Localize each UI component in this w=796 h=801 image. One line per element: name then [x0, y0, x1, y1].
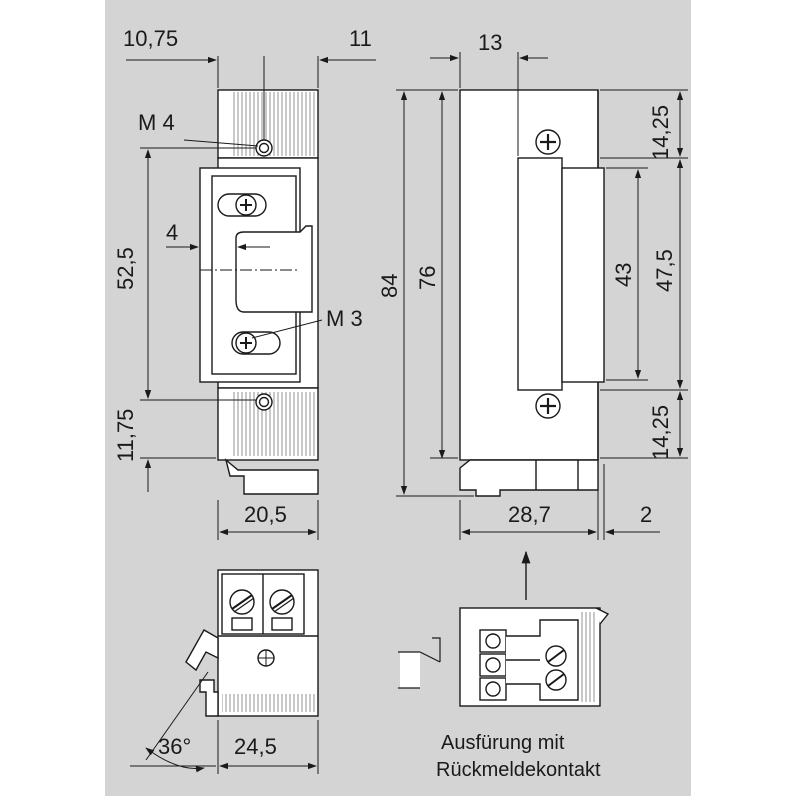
- left-foot: [224, 458, 319, 495]
- left-dimension-lines: [126, 56, 376, 540]
- variant-view: [398, 550, 610, 707]
- right-latch-face: [561, 167, 605, 383]
- dim-height-b: 11,75: [113, 409, 138, 462]
- top-view-hatch: [222, 694, 316, 712]
- drawing-background: [105, 0, 691, 796]
- variant-caption-line2: Rückmeldekontakt: [436, 759, 601, 781]
- right-strike-plate: [517, 157, 563, 391]
- left-screw-top-cross: [240, 199, 252, 211]
- dim-top-right-height: 14,25: [648, 105, 673, 160]
- dim-top-right: 11: [349, 26, 372, 51]
- dim-inner-height: 76: [415, 266, 440, 290]
- left-side-view: [199, 89, 319, 495]
- left-hole-bottom-inner: [258, 396, 270, 408]
- dim-offset: 4: [166, 220, 178, 245]
- dim-top-left: 10,75: [123, 26, 178, 51]
- left-body-bottom-hatch: [232, 392, 316, 456]
- variant-caption-line1: Ausfürung mit: [441, 732, 565, 754]
- top-view-latch-flap: [185, 629, 219, 672]
- top-view-hook: [199, 679, 219, 717]
- right-screw-bottom-cross: [540, 398, 556, 414]
- dim-total-height: 84: [377, 274, 402, 298]
- variant-hatch: [580, 612, 596, 702]
- left-hole-top-inner: [258, 142, 270, 154]
- label-m4: M 4: [138, 110, 175, 135]
- dim-gap: 2: [640, 502, 652, 527]
- bottom-dimension-lines: [130, 671, 319, 774]
- dim-width-bottom: 24,5: [234, 734, 277, 759]
- left-hole-bottom: [255, 393, 273, 411]
- bottom-top-view: [185, 569, 319, 717]
- variant-terminal-2: [479, 653, 507, 677]
- dim-angle: 36°: [158, 734, 191, 759]
- dim-right-top: 13: [478, 30, 502, 55]
- left-hole-top: [255, 139, 273, 157]
- right-front-view: [459, 89, 605, 497]
- variant-contact-symbol: [400, 652, 420, 688]
- left-latch-bolt: [235, 225, 313, 313]
- dim-mid-b: 47,5: [652, 249, 677, 292]
- left-body-top-hatch: [232, 92, 316, 156]
- variant-terminal-3: [479, 677, 507, 701]
- dim-width-right: 28,7: [508, 502, 551, 527]
- right-screw-top-cross: [540, 134, 556, 150]
- variant-terminal-1: [479, 629, 507, 653]
- label-m3: M 3: [326, 306, 363, 331]
- right-connector: [459, 459, 599, 497]
- dim-mid-a: 43: [611, 263, 636, 287]
- dim-height-a: 52,5: [113, 247, 138, 290]
- left-screw-bottom-cross: [240, 337, 252, 349]
- dim-bottom-right-height: 14,25: [648, 405, 673, 460]
- right-dimension-lines: [396, 52, 688, 540]
- dim-width-left: 20,5: [244, 502, 287, 527]
